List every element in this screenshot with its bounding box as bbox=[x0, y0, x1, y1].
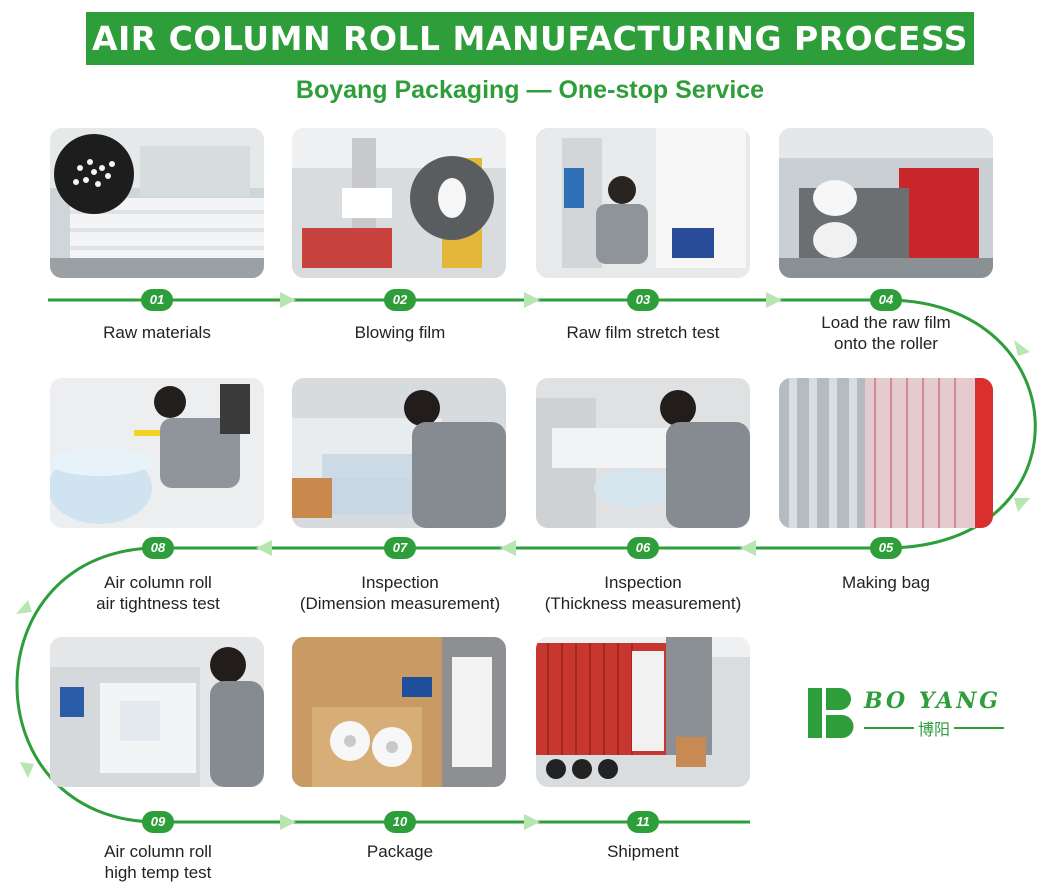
flow-curve-left bbox=[15, 546, 159, 824]
step-number-badge: 11 bbox=[627, 811, 659, 833]
photo-high-temp-test bbox=[50, 637, 264, 787]
photo-raw-materials bbox=[50, 128, 264, 278]
logo-chinese-text: 博阳 bbox=[864, 716, 1005, 740]
step-number-badge: 05 bbox=[870, 537, 902, 559]
flow-arrow-icon bbox=[500, 540, 516, 556]
photo-load-roller bbox=[779, 128, 993, 278]
step-number-badge: 10 bbox=[384, 811, 416, 833]
flow-arrow-icon bbox=[1014, 340, 1030, 356]
step-number-badge: 07 bbox=[384, 537, 416, 559]
flow-arrow-icon bbox=[256, 540, 272, 556]
photo-air-tightness bbox=[50, 378, 264, 528]
logo-latin-text: BO YANG bbox=[864, 688, 1002, 714]
flow-arrow-icon bbox=[20, 762, 34, 778]
step-label: Inspection(Dimension measurement) bbox=[299, 573, 501, 613]
flow-arrow-icon bbox=[740, 540, 756, 556]
step-number-badge: 09 bbox=[142, 811, 174, 833]
step-number-badge: 03 bbox=[627, 289, 659, 311]
page-subtitle: Boyang Packaging — One-stop Service bbox=[295, 76, 765, 104]
step-number-badge: 06 bbox=[627, 537, 659, 559]
photo-blowing-film bbox=[292, 128, 506, 278]
flow-arrow-icon bbox=[280, 814, 296, 830]
step-label: Raw film stretch test bbox=[566, 323, 720, 342]
photo-package bbox=[292, 637, 506, 787]
step-label: Inspection(Thickness measurement) bbox=[544, 573, 742, 613]
flow-curve-right bbox=[885, 298, 1037, 550]
photo-thickness-inspection bbox=[536, 378, 750, 528]
step-number-badge: 04 bbox=[870, 289, 902, 311]
flow-arrow-icon bbox=[766, 292, 782, 308]
flow-arrow-icon bbox=[16, 600, 32, 614]
logo-chinese: 博阳 bbox=[918, 720, 951, 739]
step-number-badge: 01 bbox=[141, 289, 173, 311]
photo-dimension-inspection bbox=[292, 378, 506, 528]
flow-arrow-icon bbox=[280, 292, 296, 308]
flow-arrow-icon bbox=[1014, 498, 1030, 512]
step-number-badge: 02 bbox=[384, 289, 416, 311]
flow-arrow-icon bbox=[524, 814, 540, 830]
photo-making-bag bbox=[779, 378, 993, 528]
page-title: AIR COLUMN ROLL MANUFACTURING PROCESS bbox=[91, 19, 969, 58]
boyang-logo: BO YANG 博阳 bbox=[808, 688, 1008, 740]
photo-stretch-test bbox=[536, 128, 750, 278]
step-label: Raw materials bbox=[103, 323, 211, 342]
step-label: Making bag bbox=[842, 573, 930, 592]
step-number-badge: 08 bbox=[142, 537, 174, 559]
photo-shipment bbox=[536, 637, 750, 787]
flow-arrow-icon bbox=[524, 292, 540, 308]
boyang-b-logo-icon bbox=[808, 688, 854, 738]
title-banner: AIR COLUMN ROLL MANUFACTURING PROCESS bbox=[86, 12, 974, 65]
step-label: Shipment bbox=[607, 842, 679, 861]
step-label: Package bbox=[366, 842, 434, 861]
step-label: Blowing film bbox=[354, 323, 446, 342]
